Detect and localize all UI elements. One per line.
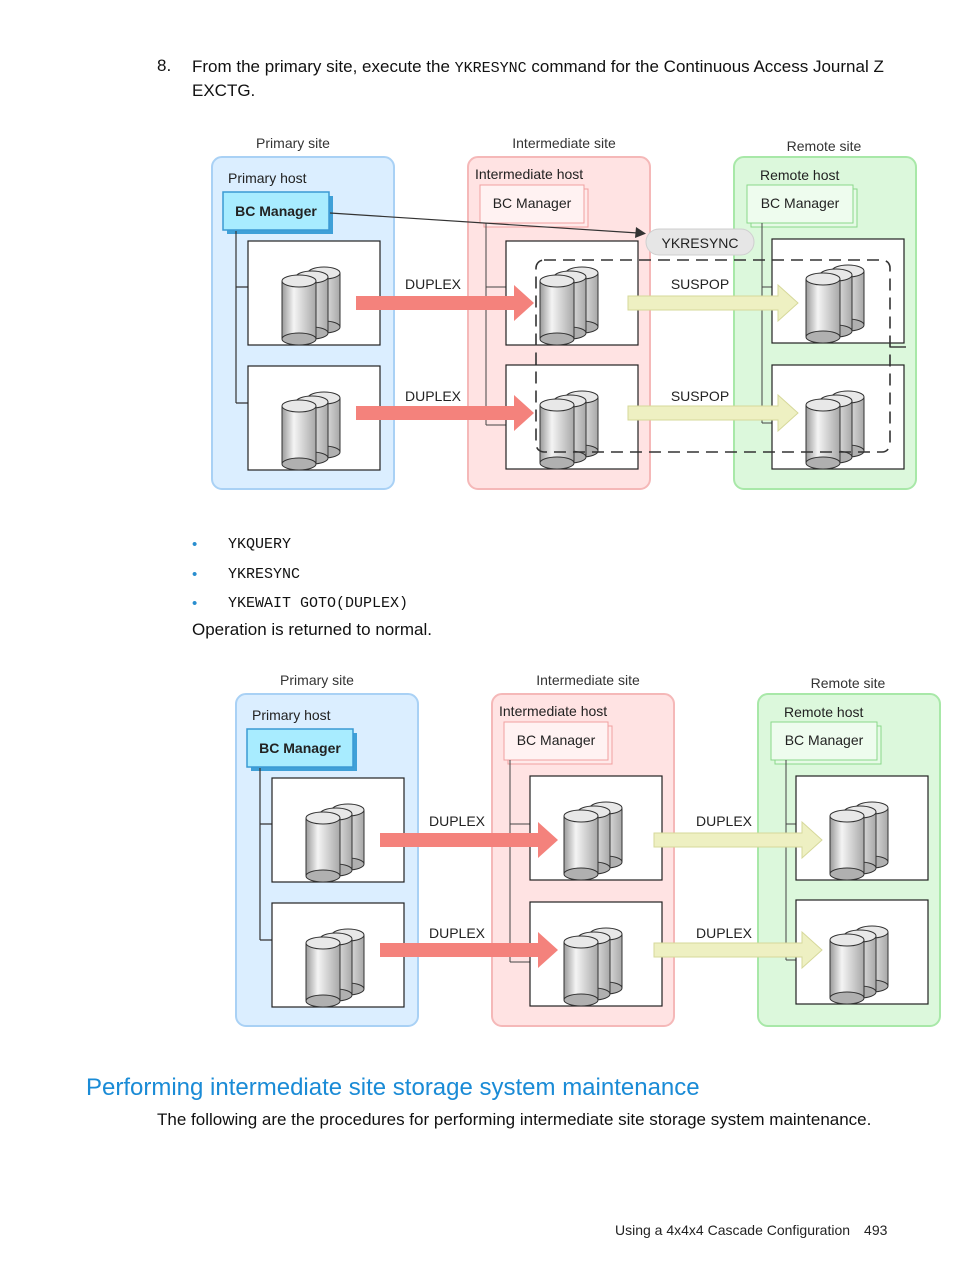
ykresync-bubble bbox=[645, 228, 755, 256]
step-number: 8. bbox=[157, 56, 172, 75]
intermediate-volume-1 bbox=[529, 775, 663, 881]
intermediate-site-label: Intermediate site bbox=[512, 135, 616, 151]
journal-arrow-1 bbox=[653, 820, 823, 860]
remote-site-label: Remote site bbox=[787, 138, 862, 154]
list-item: • YKEWAIT GOTO(DUPLEX) bbox=[192, 593, 408, 623]
intermediate-bc-manager-box bbox=[503, 721, 609, 761]
primary-host-label: Primary host bbox=[228, 170, 307, 186]
remote-bc-manager-label: BC Manager bbox=[761, 195, 840, 211]
command-item: YKEWAIT GOTO(DUPLEX) bbox=[228, 595, 409, 612]
exctg-dashed-boundary bbox=[535, 259, 891, 453]
ykresync-label: YKRESYNC bbox=[661, 235, 738, 251]
diagram-ykresync-suspop: Primary site Intermediate site Remote si… bbox=[211, 135, 917, 490]
diagram-normal-duplex: Primary site Intermediate site Remote si… bbox=[235, 672, 941, 1027]
footer-page-number: 493 bbox=[864, 1222, 888, 1238]
suspop-label-1: SUSPOP bbox=[671, 276, 729, 292]
duplex-label-2: DUPLEX bbox=[429, 925, 486, 941]
intermediate-bc-manager-label: BC Manager bbox=[517, 732, 596, 748]
intermediate-host-label: Intermediate host bbox=[475, 166, 583, 182]
intermediate-site-label: Intermediate site bbox=[536, 672, 640, 688]
step-command: YKRESYNC bbox=[454, 60, 527, 77]
suspop-arrow-2 bbox=[627, 393, 799, 433]
duplex-arrow-1 bbox=[380, 822, 558, 858]
primary-volume-1 bbox=[247, 240, 381, 346]
primary-bc-manager-label: BC Manager bbox=[235, 203, 317, 219]
ykresync-command-arrowhead bbox=[635, 227, 646, 238]
bullet-icon: • bbox=[192, 595, 198, 612]
duplex-label-1: DUPLEX bbox=[429, 813, 486, 829]
section-body: The following are the procedures for per… bbox=[157, 1110, 872, 1129]
remote-host-label: Remote host bbox=[784, 704, 863, 720]
primary-host-label: Primary host bbox=[252, 707, 331, 723]
command-list: • YKQUERY • YKRESYNC • YKEWAIT GOTO(DUPLEX) bbox=[192, 534, 408, 623]
bullet-icon: • bbox=[192, 565, 198, 583]
suspop-label-2: SUSPOP bbox=[671, 388, 729, 404]
remote-site-label: Remote site bbox=[811, 675, 886, 691]
intermediate-volume-1 bbox=[505, 240, 639, 346]
primary-bc-manager-box bbox=[246, 728, 354, 768]
command-item: YKRESYNC bbox=[228, 565, 301, 583]
duplex-arrow-1 bbox=[356, 285, 534, 321]
operation-normal-text: Operation is returned to normal. bbox=[192, 620, 433, 639]
primary-volume-1 bbox=[271, 777, 405, 883]
journal-arrow-2 bbox=[653, 930, 823, 970]
step-text-after: command for the Continuous Access Journa… bbox=[192, 57, 884, 100]
duplex-label-2: DUPLEX bbox=[405, 388, 462, 404]
command-item: YKQUERY bbox=[228, 536, 292, 553]
step-text-before: From the primary site, execute the bbox=[192, 57, 455, 76]
footer-chapter: Using a 4x4x4 Cascade Configuration bbox=[615, 1222, 851, 1238]
step-text: From the primary site, execute the YKRES… bbox=[192, 56, 902, 102]
intermediate-bc-manager-label: BC Manager bbox=[493, 195, 572, 211]
list-item: • YKQUERY bbox=[192, 534, 408, 564]
journal-duplex-label-2: DUPLEX bbox=[696, 925, 753, 941]
remote-volume-1 bbox=[771, 238, 905, 344]
list-item: • YKRESYNC bbox=[192, 564, 408, 594]
journal-duplex-label-1: DUPLEX bbox=[696, 813, 753, 829]
intermediate-bc-manager-box bbox=[479, 184, 585, 224]
duplex-arrow-2 bbox=[380, 932, 558, 968]
remote-bc-manager-label: BC Manager bbox=[785, 732, 864, 748]
bullet-icon: • bbox=[192, 536, 198, 553]
primary-host-connector bbox=[235, 231, 248, 404]
remote-volume-1 bbox=[795, 775, 929, 881]
primary-bc-manager-label: BC Manager bbox=[259, 740, 341, 756]
intermediate-host-connector bbox=[509, 760, 530, 963]
duplex-label-1: DUPLEX bbox=[405, 276, 462, 292]
ykresync-command-line bbox=[329, 212, 639, 234]
suspop-arrow-1 bbox=[627, 283, 799, 323]
remote-bc-manager-box bbox=[746, 184, 854, 224]
remote-bc-manager-box bbox=[770, 721, 878, 761]
primary-host-connector bbox=[259, 768, 272, 941]
duplex-arrow-2 bbox=[356, 395, 534, 431]
intermediate-host-connector bbox=[485, 223, 506, 426]
page-footer: Using a 4x4x4 Cascade Configuration 493 bbox=[615, 1222, 887, 1238]
primary-site-label: Primary site bbox=[280, 672, 354, 688]
section-heading: Performing intermediate site storage sys… bbox=[86, 1074, 700, 1101]
remote-host-label: Remote host bbox=[760, 167, 839, 183]
primary-bc-manager-box bbox=[222, 191, 330, 231]
intermediate-host-label: Intermediate host bbox=[499, 703, 607, 719]
primary-site-label: Primary site bbox=[256, 135, 330, 151]
